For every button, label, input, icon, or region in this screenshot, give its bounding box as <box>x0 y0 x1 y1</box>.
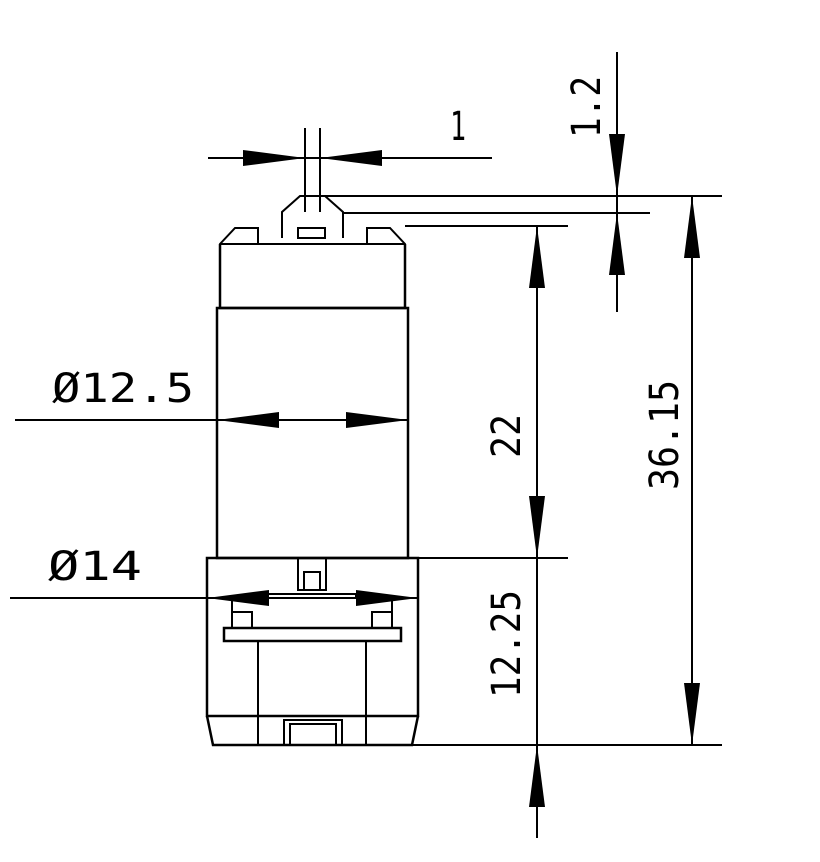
arrow-head <box>346 412 408 428</box>
arrow-head <box>609 134 625 196</box>
dim-shaft-protrusion: 1.2 <box>325 52 722 312</box>
arrow-head <box>243 150 305 166</box>
arrow-head <box>684 196 700 258</box>
dim-label-gearbox-diameter: Ø14 <box>48 544 142 590</box>
arrow-head <box>356 590 418 606</box>
arrow-head <box>217 412 279 428</box>
end-cap <box>219 195 406 250</box>
dim-label-gearbox-length: 12.25 <box>484 590 530 698</box>
arrow-head <box>207 590 269 606</box>
arrow-head <box>684 683 700 745</box>
dim-gearbox-length: 12.25 <box>484 558 545 838</box>
gearbox <box>205 556 420 747</box>
dim-label-shaft-width: 1 <box>450 104 466 150</box>
motor-body <box>215 244 410 560</box>
dim-label-shaft-protrusion: 1.2 <box>564 76 610 138</box>
dim-label-motor-diameter: Ø12.5 <box>52 366 194 412</box>
arrow-head <box>529 496 545 558</box>
dim-label-overall-length: 36.15 <box>642 380 688 490</box>
dim-overall-length: 36.15 <box>412 196 722 746</box>
arrow-head <box>529 226 545 288</box>
output-shaft <box>304 128 321 212</box>
dim-gearbox-diameter: Ø14 <box>10 544 418 606</box>
dim-motor-body-length: 22 <box>405 225 568 559</box>
arrow-head <box>529 745 545 807</box>
dim-shaft-width: 1 <box>208 104 492 166</box>
dim-label-motor-body-length: 22 <box>484 414 530 458</box>
arrow-head <box>320 150 382 166</box>
arrow-head <box>609 213 625 275</box>
dim-motor-diameter: Ø12.5 <box>15 366 408 428</box>
